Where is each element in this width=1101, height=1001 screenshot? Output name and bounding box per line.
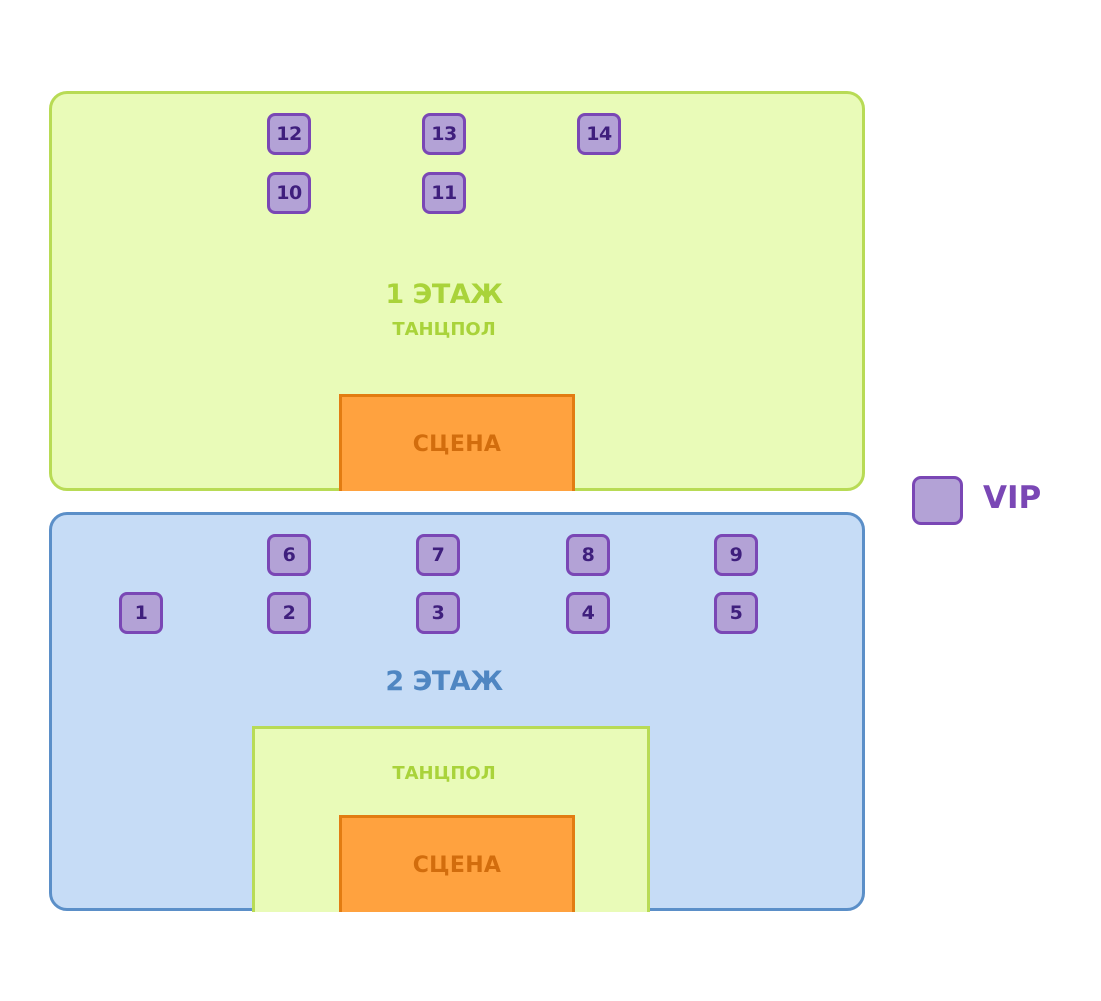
vip-table-13[interactable]: 13	[422, 113, 466, 155]
vip-table-6[interactable]: 6	[267, 534, 311, 576]
vip-table-2[interactable]: 2	[267, 592, 311, 634]
vip-table-4[interactable]: 4	[566, 592, 610, 634]
vip-table-9[interactable]: 9	[714, 534, 758, 576]
vip-legend-label: VIP	[983, 480, 1042, 516]
vip-table-5[interactable]: 5	[714, 592, 758, 634]
vip-table-12[interactable]: 12	[267, 113, 311, 155]
floor-2-dance-floor-label: ТАНЦПОЛ	[392, 763, 496, 784]
floor-1-stage: СЦЕНА	[339, 394, 575, 491]
floor-2-title: 2 ЭТАЖ	[385, 666, 503, 697]
vip-table-10[interactable]: 10	[267, 172, 311, 214]
vip-table-3[interactable]: 3	[416, 592, 460, 634]
floor-2-stage: СЦЕНА	[339, 815, 575, 912]
vip-table-14[interactable]: 14	[577, 113, 621, 155]
vip-table-7[interactable]: 7	[416, 534, 460, 576]
vip-table-8[interactable]: 8	[566, 534, 610, 576]
floor-1-title: 1 ЭТАЖ	[385, 279, 503, 310]
vip-legend-swatch	[912, 476, 963, 525]
floor-2-stage-label: СЦЕНА	[412, 852, 502, 878]
vip-table-1[interactable]: 1	[119, 592, 163, 634]
floor-1-stage-label: СЦЕНА	[412, 431, 502, 457]
vip-table-11[interactable]: 11	[422, 172, 466, 214]
floor-1-dance-floor-label: ТАНЦПОЛ	[392, 319, 496, 340]
